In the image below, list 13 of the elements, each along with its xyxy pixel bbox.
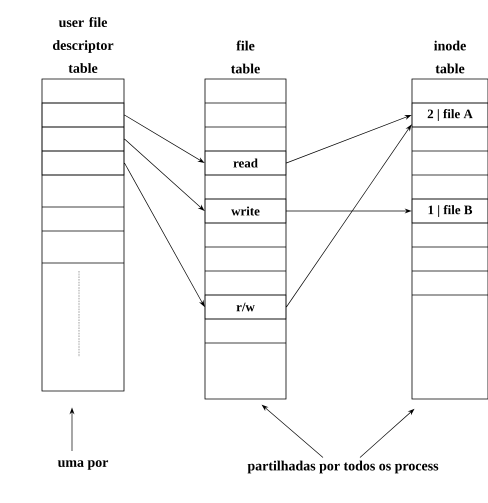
note-text: partilhadas por todos os process: [248, 460, 438, 474]
note-text: uma por: [58, 460, 108, 470]
table-cell: [42, 102, 124, 128]
table-heading: file table: [231, 40, 260, 74]
table-cell: r/w: [204, 294, 286, 320]
table-cell: 1 | file B: [412, 198, 488, 224]
table-heading: inode table: [434, 40, 466, 74]
table-cell: 2 | file A: [412, 102, 488, 128]
table-cell: read: [204, 150, 286, 176]
table-cell: [42, 150, 124, 176]
table-cell: write: [204, 198, 286, 224]
table-cell: [42, 126, 124, 152]
table-heading: user file descriptor table: [52, 17, 114, 73]
